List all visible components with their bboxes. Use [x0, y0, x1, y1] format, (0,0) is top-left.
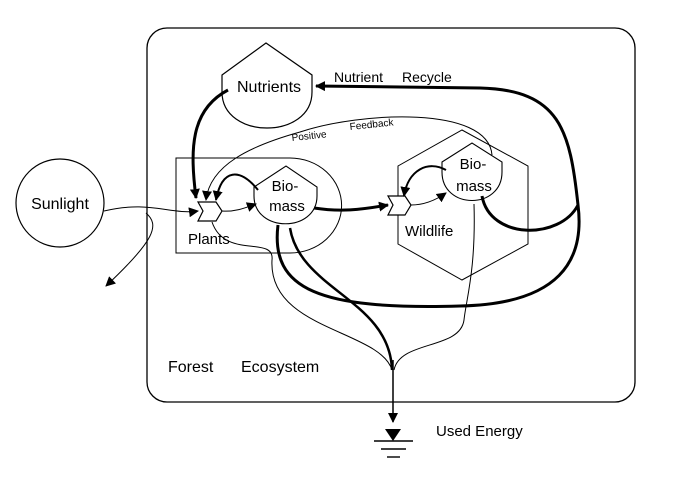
nutrients-to-plants-flow: [189, 88, 229, 199]
forest-label: Forest: [168, 359, 214, 376]
wildlife-interaction-gate: [386, 195, 412, 216]
used-energy-label: Used Energy: [436, 423, 523, 440]
sunlight-label: Sunlight: [31, 196, 89, 213]
wildlife-label: Wildlife: [405, 223, 453, 240]
feedback-label: Feedback: [349, 117, 395, 133]
plants-depreciation-flow: [211, 221, 393, 371]
wildlife-biomass-storage: [441, 142, 503, 202]
plants-biomass-label-line1: Bio-: [272, 178, 299, 195]
wildlife-biomass-label-line1: Bio-: [460, 156, 487, 173]
plants-biomass-label-line2: mass: [269, 198, 305, 215]
positive-label: Positive: [291, 129, 327, 144]
forest-ecosystem-boundary: [146, 27, 636, 403]
plants-interaction-gate: [196, 201, 223, 222]
plants-biomass-depreciation-flow: [288, 227, 394, 371]
sunlight-to-plants-flow: [103, 206, 199, 218]
nutrients-storage: [221, 42, 313, 129]
wildlife-biomass-label-line2: mass: [456, 178, 492, 195]
nutrient-recycle-label-word2: Recycle: [402, 69, 452, 85]
gate-to-plants-biomass-flow: [221, 202, 257, 212]
plants-producer: [175, 157, 343, 254]
plants-biomass-feedback-loop: [212, 173, 259, 201]
nutrients-label: Nutrients: [237, 79, 301, 96]
nutrient-recycle-label-word1: Nutrient: [334, 69, 383, 85]
plants-to-wildlife-flow: [313, 201, 389, 212]
wildlife-depreciation-flow: [393, 203, 475, 371]
plants-label: Plants: [188, 231, 230, 248]
unused-sunlight-flow: [105, 212, 154, 287]
positive-feedback-loop: [202, 116, 493, 201]
wildlife-gate-to-biomass-flow: [410, 192, 447, 206]
wildlife-recycle-return: [480, 195, 580, 232]
ecosystem-label: Ecosystem: [241, 359, 319, 376]
wildlife-consumer: [397, 129, 529, 281]
heat-sink-icon: [374, 429, 413, 458]
wildlife-biomass-feedback-loop: [400, 165, 447, 197]
sunlight-source: [15, 158, 105, 248]
nutrient-recycle-loop: [275, 81, 581, 308]
